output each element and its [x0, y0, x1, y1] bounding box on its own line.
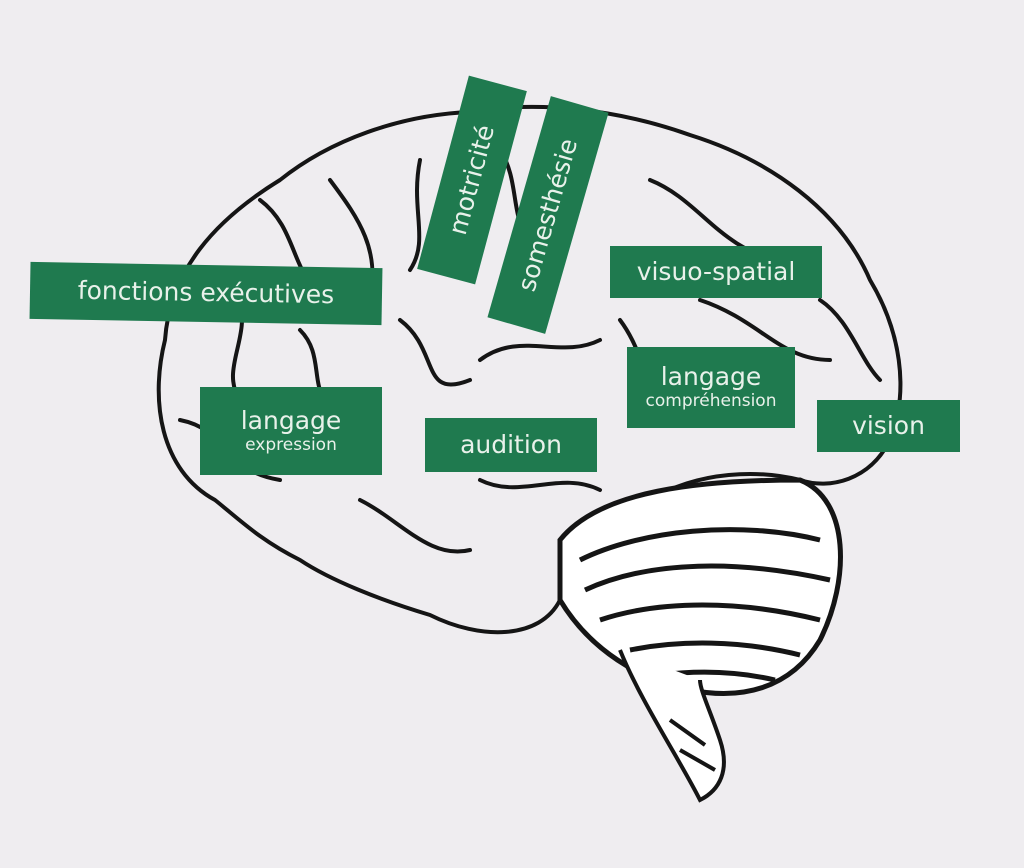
label-title: langage	[240, 405, 342, 435]
label-subtitle: compréhension	[645, 391, 777, 412]
label-text: audition	[460, 429, 562, 459]
label-fonctions-executives: fonctions exécutives	[29, 261, 383, 326]
label-vision: vision	[817, 400, 960, 452]
cerebellum	[557, 477, 843, 696]
brainstem	[618, 649, 726, 803]
label-visuo-spatial: visuo-spatial	[610, 246, 822, 298]
label-langage-expression: langage expression	[200, 387, 382, 475]
label-title: langage	[660, 362, 762, 392]
label-langage-comprehension: langage compréhension	[627, 347, 795, 428]
label-audition: audition	[425, 418, 597, 472]
label-text: vision	[852, 410, 925, 440]
label-text: fonctions exécutives	[77, 275, 335, 310]
cerebrum-outline	[156, 104, 903, 635]
label-text: visuo-spatial	[636, 256, 796, 286]
label-subtitle: expression	[245, 434, 337, 455]
label-text: motricité	[442, 121, 500, 238]
